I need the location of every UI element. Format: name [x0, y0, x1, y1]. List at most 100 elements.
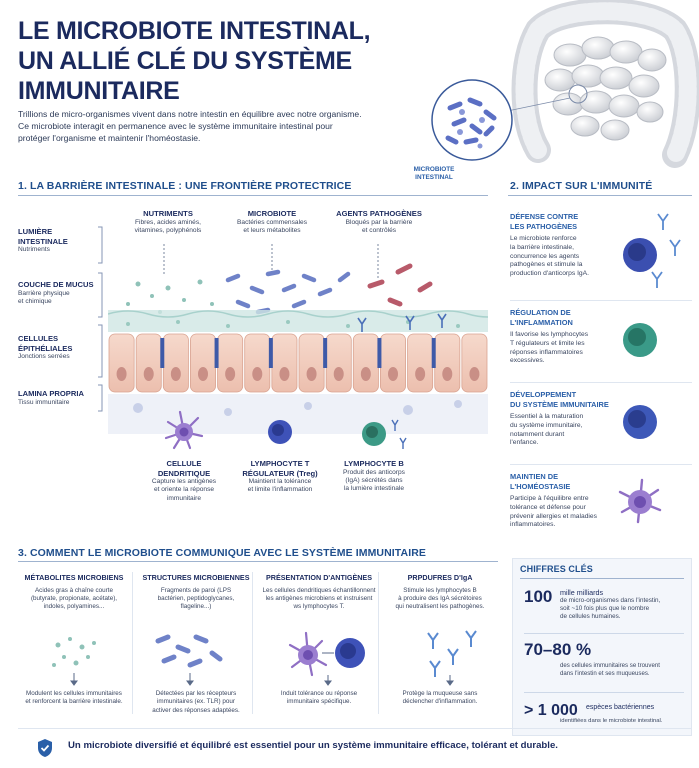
- epithelial-cell: [461, 333, 488, 393]
- cell-nucleus: [333, 367, 344, 381]
- tight-junction: [431, 338, 436, 368]
- label-microbiote: MICROBIOTE Bactéries commensales et leur…: [237, 209, 307, 234]
- communication-column-text: Stimule les lymphocytes B: [403, 586, 477, 594]
- page-title: LE MICROBIOTE INTESTINAL, UN ALLIÉ CLÉ D…: [18, 17, 371, 105]
- cell-nucleus: [170, 367, 181, 381]
- column-divider: [132, 572, 133, 714]
- communication-column-text: bactérien, peptidoglycanes,: [157, 594, 235, 602]
- impact-card-text: inflammatoires.: [510, 521, 556, 529]
- impact-illustrations: [618, 213, 681, 524]
- layer-brackets: [98, 226, 103, 412]
- cell-nucleus: [469, 367, 480, 381]
- impact-card-text: concurrence les agents: [510, 252, 580, 260]
- cell-nucleus: [252, 367, 263, 381]
- section2-heading: 2. IMPACT SUR L'IMMUNITÉ: [510, 180, 653, 192]
- cell-nucleus: [388, 367, 398, 381]
- impact-card-text: production d'anticorps IgA.: [510, 270, 589, 278]
- tight-junction: [377, 338, 382, 368]
- cell-nucleus: [360, 367, 371, 381]
- impact-card-text: excessives.: [510, 357, 545, 365]
- key-figures-panel: [512, 558, 692, 736]
- communication-column-text: flageline...): [180, 603, 212, 611]
- cell-nucleus: [225, 367, 236, 381]
- epithelial-cell: [108, 333, 135, 393]
- section1-divider: [18, 195, 488, 196]
- epithelial-cell: [352, 333, 379, 393]
- epithelial-cell: [271, 333, 298, 393]
- cell-nucleus: [279, 367, 290, 381]
- impact-card-text: tolérance et défense pour: [510, 503, 586, 511]
- impact-card-text: réponses inflammatoires: [510, 348, 583, 356]
- epithelial-cell: [135, 333, 162, 393]
- label-nutriments: NUTRIMENTS Fibres, acides aminés, vitami…: [134, 209, 202, 234]
- communication-illustrations: [52, 630, 477, 686]
- epithelial-cell: [325, 333, 352, 393]
- section3-divider: [18, 561, 498, 562]
- communication-result-text: Détectées par les récepteurs: [155, 690, 237, 697]
- impact-card-title: L'INFLAMMATION: [510, 318, 573, 327]
- section3-heading: 3. COMMENT LE MICROBIOTE COMMUNIQUE AVEC…: [18, 547, 427, 559]
- barrier-illustration: [108, 244, 488, 450]
- intestine-illustration: [431, 0, 699, 168]
- label-treg: LYMPHOCYTE T RÉGULATEUR (Treg) Maintient…: [242, 459, 318, 494]
- impact-card-text: Essentiel à la maturation: [510, 413, 584, 420]
- impact-card-text: l'enfance.: [510, 439, 539, 447]
- communication-column-text: (butyrate, propionate, acétate),: [30, 594, 118, 602]
- communication-column: PRÉSENTATION D'ANTIGÈNES Les cellules den…: [258, 573, 380, 612]
- tight-junction: [268, 338, 273, 368]
- impact-card-title: RÉGULATION DE: [510, 308, 571, 317]
- impact-card-title: DU SYSTÈME IMMUNITAIRE: [510, 400, 609, 409]
- communication-result-text: immunitaire spécifique.: [286, 698, 352, 706]
- layer-label-lumen: LUMIÈRE INTESTINALE Nutriments: [18, 227, 68, 253]
- tight-junction: [160, 338, 165, 368]
- communication-column-title: MÉTABOLITES MICROBIENS: [24, 573, 124, 582]
- key-figures-heading: CHIFFRES CLÉS: [520, 564, 593, 574]
- communication-column-title: PRÉSENTATION D'ANTIGÈNES: [265, 573, 373, 582]
- communication-column-text: ws lymphocytes T.: [293, 603, 345, 611]
- communication-result-text: immunitaires (ex. TLR) pour: [157, 698, 235, 706]
- impact-card-text: Il favorise les lymphocytes: [510, 331, 589, 338]
- impact-card-text: notamment durant: [510, 430, 565, 438]
- impact-card-title: MAINTIEN DE: [510, 472, 559, 481]
- communication-column-text: Les cellules dendritiques échantillonnen…: [262, 586, 376, 594]
- communication-column-title: STRUCTURES MICROBIENNES: [142, 573, 250, 582]
- epithelial-cell: [434, 333, 461, 393]
- impact-card-divider: [510, 382, 692, 383]
- impact-card-text: Le microbiote renforce: [510, 235, 577, 242]
- epithelial-cell: [162, 333, 189, 393]
- impact-card-text: T régulateurs et limite les: [510, 339, 585, 347]
- key-figure-divider-1: [524, 633, 684, 634]
- epithelial-cell: [298, 333, 325, 393]
- intro-text: Trillions de micro-organismes vivent dan…: [18, 109, 362, 143]
- tight-junction: [323, 338, 328, 368]
- key-figures-divider: [520, 578, 684, 579]
- layer-label-mucus: COUCHE DE MUCUS Barrière physique et chi…: [18, 280, 94, 305]
- communication-result-text: Induit tolérance ou réponse: [280, 690, 358, 697]
- section2-divider: [508, 195, 692, 196]
- impact-card-text: du système immunitaire,: [510, 421, 583, 429]
- cell-nucleus: [143, 367, 154, 381]
- impact-card-divider: [510, 464, 692, 465]
- column-divider: [378, 572, 379, 714]
- communication-column-text: les antigènes microbiens et instruisent: [265, 594, 373, 602]
- bottom-divider: [18, 728, 692, 729]
- label-b-cell: LYMPHOCYTE B Produit des anticorps (IgA)…: [343, 459, 405, 493]
- communication-result-text: activer des réponses adaptées.: [152, 706, 240, 714]
- communication-result-text: Modulent les cellules immunitaires: [26, 690, 122, 697]
- key-figure-2: 70–80 % des cellules immunitaires se tro…: [524, 640, 660, 678]
- section1-heading: 1. LA BARRIÈRE INTESTINALE : UNE FRONTIÈ…: [18, 180, 352, 192]
- epithelial-cell: [244, 333, 271, 393]
- key-figure-divider-2: [524, 692, 684, 693]
- communication-result-text: déclencher d'inflammation.: [402, 698, 478, 706]
- cell-nucleus: [415, 367, 426, 381]
- tight-junction: [214, 338, 219, 368]
- impact-card-title: LES PATHOGÈNES: [510, 222, 578, 231]
- layer-label-lamina: LAMINA PROPRIA Tissu immunitaire: [18, 389, 84, 406]
